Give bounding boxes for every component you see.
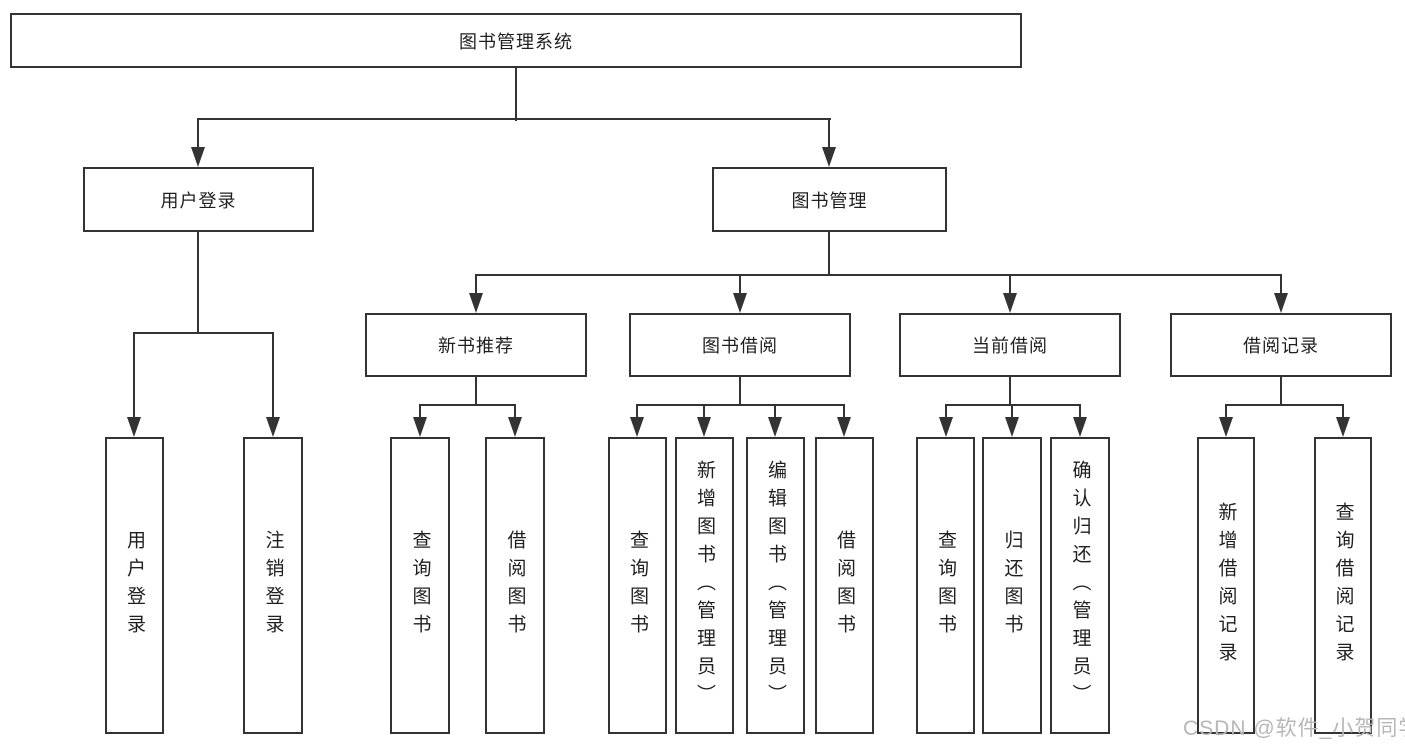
node-label: 图书管理系统 bbox=[459, 31, 573, 52]
connector-line bbox=[419, 404, 516, 406]
leaf-query-books-3: 查询图书 bbox=[916, 437, 975, 734]
connector-line bbox=[197, 118, 199, 149]
node-library-system: 图书管理系统 bbox=[10, 13, 1022, 68]
arrowhead-down-icon bbox=[508, 417, 522, 437]
connector-line bbox=[1009, 377, 1011, 406]
leaf-label: 注销登录 bbox=[262, 529, 284, 642]
arrowhead-down-icon bbox=[266, 417, 280, 437]
connector-line bbox=[475, 274, 1282, 276]
connector-line bbox=[514, 404, 516, 419]
connector-line bbox=[703, 404, 705, 419]
leaf-label: 确认归还（管理员） bbox=[1069, 459, 1091, 712]
arrowhead-down-icon bbox=[191, 147, 205, 167]
node-current-borrow: 当前借阅 bbox=[899, 313, 1121, 377]
leaf-label: 新增借阅记录 bbox=[1215, 501, 1237, 670]
node-book-management: 图书管理 bbox=[712, 167, 947, 232]
leaf-label: 查询图书 bbox=[935, 529, 956, 642]
leaf-query-books-2: 查询图书 bbox=[608, 437, 667, 734]
arrowhead-down-icon bbox=[1219, 417, 1233, 437]
arrowhead-down-icon bbox=[1003, 293, 1017, 313]
node-book-borrow: 图书借阅 bbox=[629, 313, 851, 377]
leaf-label: 用户登录 bbox=[124, 529, 145, 642]
connector-line bbox=[1225, 404, 1344, 406]
connector-line bbox=[1011, 404, 1013, 419]
connector-line bbox=[843, 404, 845, 419]
node-label: 借阅记录 bbox=[1243, 336, 1319, 356]
node-label: 当前借阅 bbox=[972, 336, 1048, 356]
arrowhead-down-icon bbox=[413, 417, 427, 437]
leaf-label: 借阅图书 bbox=[504, 529, 526, 642]
leaf-borrow-books-2: 借阅图书 bbox=[815, 437, 874, 734]
node-label: 图书借阅 bbox=[702, 336, 778, 356]
node-user-login: 用户登录 bbox=[83, 167, 314, 232]
connector-line bbox=[133, 332, 135, 419]
leaf-add-borrow-record: 新增借阅记录 bbox=[1197, 437, 1255, 734]
leaf-label: 归还图书 bbox=[1001, 529, 1023, 642]
arrowhead-down-icon bbox=[697, 417, 711, 437]
node-new-book-recommend: 新书推荐 bbox=[365, 313, 587, 377]
leaf-query-books-1: 查询图书 bbox=[390, 437, 450, 734]
connector-line bbox=[636, 404, 845, 406]
connector-line bbox=[945, 404, 1081, 406]
leaf-user-login: 用户登录 bbox=[105, 437, 164, 734]
arrowhead-down-icon bbox=[127, 417, 141, 437]
arrowhead-down-icon bbox=[822, 147, 836, 167]
connector-line bbox=[475, 377, 477, 406]
arrowhead-down-icon bbox=[630, 417, 644, 437]
leaf-return-book: 归还图书 bbox=[982, 437, 1042, 734]
leaf-label: 查询借阅记录 bbox=[1332, 501, 1354, 670]
connector-line bbox=[475, 274, 477, 295]
leaf-edit-book-admin: 编辑图书（管理员） bbox=[746, 437, 805, 734]
connector-line bbox=[636, 404, 638, 419]
connector-line bbox=[739, 274, 741, 295]
arrowhead-down-icon bbox=[768, 417, 782, 437]
connector-line bbox=[945, 404, 947, 419]
connector-line bbox=[197, 118, 831, 120]
leaf-logout: 注销登录 bbox=[243, 437, 303, 734]
leaf-confirm-return-admin: 确认归还（管理员） bbox=[1050, 437, 1110, 734]
connector-line bbox=[1342, 404, 1344, 419]
connector-line bbox=[1079, 404, 1081, 419]
connector-line bbox=[133, 332, 274, 334]
arrowhead-down-icon bbox=[939, 417, 953, 437]
node-label: 新书推荐 bbox=[438, 336, 514, 356]
leaf-label: 编辑图书（管理员） bbox=[765, 459, 786, 712]
leaf-label: 查询图书 bbox=[409, 529, 431, 642]
connector-line bbox=[419, 404, 421, 419]
arrowhead-down-icon bbox=[469, 293, 483, 313]
leaf-borrow-books-1: 借阅图书 bbox=[485, 437, 545, 734]
connector-line bbox=[1280, 274, 1282, 295]
connector-line bbox=[828, 118, 830, 149]
node-borrow-record: 借阅记录 bbox=[1170, 313, 1392, 377]
leaf-label: 借阅图书 bbox=[834, 529, 855, 642]
leaf-query-borrow-record: 查询借阅记录 bbox=[1314, 437, 1372, 734]
arrowhead-down-icon bbox=[1274, 293, 1288, 313]
arrowhead-down-icon bbox=[733, 293, 747, 313]
connector-line bbox=[774, 404, 776, 419]
connector-line bbox=[515, 68, 517, 121]
leaf-add-book-admin: 新增图书（管理员） bbox=[675, 437, 734, 734]
connector-line bbox=[1009, 274, 1011, 295]
arrowhead-down-icon bbox=[1005, 417, 1019, 437]
connector-line bbox=[1225, 404, 1227, 419]
arrowhead-down-icon bbox=[1336, 417, 1350, 437]
connector-line bbox=[197, 232, 199, 334]
leaf-label: 新增图书（管理员） bbox=[694, 459, 715, 712]
connector-line bbox=[828, 232, 830, 276]
csdn-watermark: CSDN @软件_小贺同学 bbox=[1183, 717, 1405, 740]
connector-line bbox=[1280, 377, 1282, 406]
connector-line bbox=[272, 332, 274, 419]
node-label: 用户登录 bbox=[160, 190, 237, 211]
arrowhead-down-icon bbox=[837, 417, 851, 437]
arrowhead-down-icon bbox=[1073, 417, 1087, 437]
connector-line bbox=[739, 377, 741, 406]
leaf-label: 查询图书 bbox=[627, 529, 648, 642]
node-label: 图书管理 bbox=[791, 190, 868, 211]
